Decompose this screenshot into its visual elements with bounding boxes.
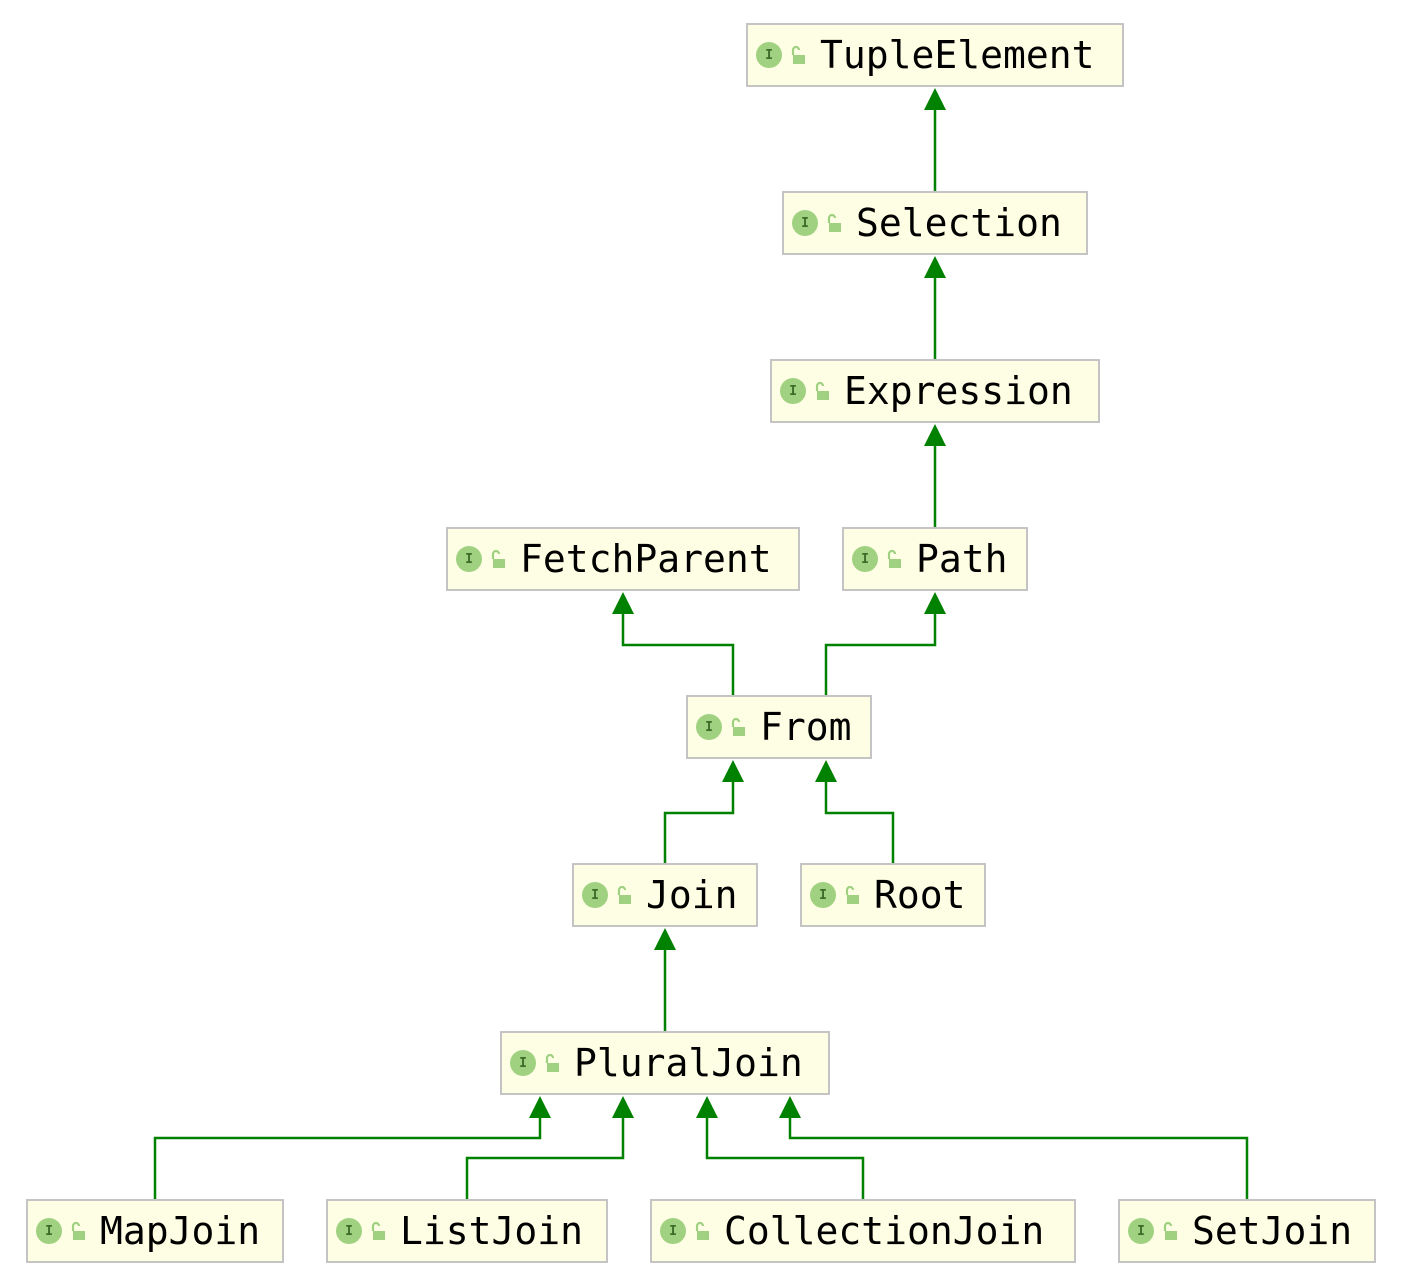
node-label: Join xyxy=(646,873,738,917)
interface-icon: I xyxy=(756,42,782,68)
arrowhead-from-to-path xyxy=(924,592,946,614)
arrowhead-expression-to-selection xyxy=(924,256,946,278)
node-path[interactable]: I Path xyxy=(842,527,1028,591)
node-label: Root xyxy=(874,873,966,917)
node-label: From xyxy=(760,705,852,749)
interface-icon: I xyxy=(696,714,722,740)
arrowhead-selection-to-tuple-element xyxy=(924,88,946,110)
node-label: Path xyxy=(916,537,1008,581)
node-fetch-parent[interactable]: I FetchParent xyxy=(446,527,800,591)
edge-join-to-from xyxy=(663,782,735,863)
node-plural-join[interactable]: I PluralJoin xyxy=(500,1031,830,1095)
public-lock-icon xyxy=(695,1221,709,1240)
arrowhead-from-to-fetch-parent xyxy=(612,592,634,614)
interface-icon: I xyxy=(336,1218,362,1244)
public-lock-icon xyxy=(731,717,745,736)
interface-icon: I xyxy=(852,546,878,572)
node-label: SetJoin xyxy=(1192,1209,1353,1253)
node-set-join[interactable]: I SetJoin xyxy=(1118,1199,1376,1263)
public-lock-icon xyxy=(371,1221,385,1240)
interface-icon: I xyxy=(660,1218,686,1244)
edge-list-join-to-plural-join xyxy=(465,1118,625,1199)
edge-set-join-to-plural-join xyxy=(788,1118,1249,1199)
arrowhead-list-join-to-plural-join xyxy=(612,1096,634,1118)
interface-icon: I xyxy=(36,1218,62,1244)
public-lock-icon xyxy=(491,549,505,568)
arrowhead-collection-join-to-plural-join xyxy=(696,1096,718,1118)
public-lock-icon xyxy=(815,381,829,400)
node-root[interactable]: I Root xyxy=(800,863,986,927)
node-expression[interactable]: I Expression xyxy=(770,359,1100,423)
interface-icon: I xyxy=(582,882,608,908)
node-selection[interactable]: I Selection xyxy=(782,191,1088,255)
node-list-join[interactable]: I ListJoin xyxy=(326,1199,608,1263)
arrowhead-join-to-from xyxy=(722,760,744,782)
interface-icon: I xyxy=(780,378,806,404)
node-label: Selection xyxy=(856,201,1062,245)
arrowhead-root-to-from xyxy=(815,760,837,782)
arrowhead-plural-join-to-join xyxy=(654,928,676,950)
node-label: Expression xyxy=(844,369,1073,413)
interface-icon: I xyxy=(1128,1218,1154,1244)
arrowhead-path-to-expression xyxy=(924,424,946,446)
node-from[interactable]: I From xyxy=(686,695,872,759)
node-label: FetchParent xyxy=(520,537,772,581)
public-lock-icon xyxy=(1163,1221,1177,1240)
edge-from-to-fetch-parent xyxy=(621,614,735,695)
node-label: CollectionJoin xyxy=(724,1209,1045,1253)
interface-icon: I xyxy=(810,882,836,908)
public-lock-icon xyxy=(887,549,901,568)
interface-icon: I xyxy=(456,546,482,572)
edge-map-join-to-plural-join xyxy=(153,1118,542,1199)
node-collection-join[interactable]: I CollectionJoin xyxy=(650,1199,1076,1263)
node-join[interactable]: I Join xyxy=(572,863,758,927)
edge-root-to-from xyxy=(824,782,895,863)
public-lock-icon xyxy=(827,213,841,232)
node-label: ListJoin xyxy=(400,1209,584,1253)
edge-collection-join-to-plural-join xyxy=(705,1118,865,1199)
interface-icon: I xyxy=(510,1050,536,1076)
node-label: PluralJoin xyxy=(574,1041,803,1085)
arrowhead-map-join-to-plural-join xyxy=(529,1096,551,1118)
interface-icon: I xyxy=(792,210,818,236)
node-map-join[interactable]: I MapJoin xyxy=(26,1199,284,1263)
public-lock-icon xyxy=(545,1053,559,1072)
node-label: MapJoin xyxy=(100,1209,261,1253)
public-lock-icon xyxy=(845,885,859,904)
edge-from-to-path xyxy=(824,614,937,695)
public-lock-icon xyxy=(71,1221,85,1240)
node-tuple-element[interactable]: I TupleElement xyxy=(746,23,1124,87)
public-lock-icon xyxy=(791,45,805,64)
public-lock-icon xyxy=(617,885,631,904)
node-label: TupleElement xyxy=(820,33,1095,77)
arrowhead-set-join-to-plural-join xyxy=(779,1096,801,1118)
